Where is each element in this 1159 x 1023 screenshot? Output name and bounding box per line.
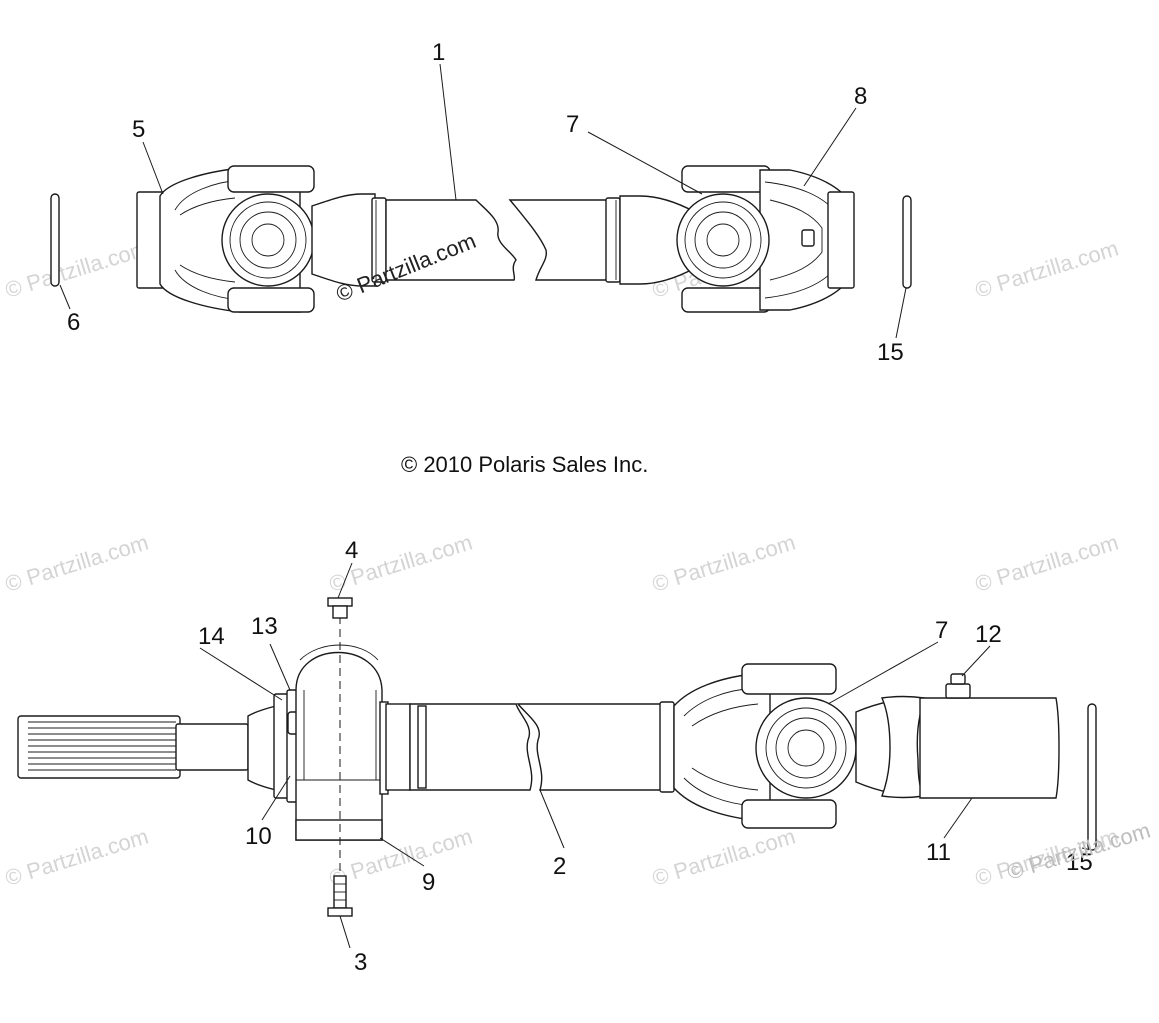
u-joint-bearing	[755, 697, 857, 799]
callout-11: 11	[926, 839, 951, 866]
u-joint-bearing	[676, 193, 770, 287]
watermark: © Partzilla.com	[649, 824, 798, 891]
callout-15: 15	[877, 339, 904, 366]
callout-8: 8	[854, 83, 867, 110]
bottom-callouts: 4 13 14 7 12 10 2 9 11 15 3	[198, 537, 1093, 976]
bearing-cap	[741, 799, 837, 829]
shaft-1-right	[508, 199, 611, 281]
shaft-2-right	[516, 703, 663, 791]
bearing-cap	[227, 287, 315, 313]
callout-9: 9	[422, 869, 435, 896]
top-leaders	[59, 63, 907, 339]
callout-15: 15	[1066, 849, 1093, 876]
top-callouts: 1 5 6 7 8 15	[67, 39, 904, 366]
callout-14: 14	[198, 623, 225, 650]
callout-3: 3	[354, 949, 367, 976]
grease-fitting-12	[945, 673, 971, 699]
watermark: © Partzilla.com	[972, 530, 1121, 597]
callout-1: 1	[432, 39, 445, 66]
callout-7: 7	[935, 617, 948, 644]
callout-6: 6	[67, 309, 80, 336]
snap-ring-15-top	[902, 195, 912, 289]
carrier-bearing-9	[295, 651, 383, 841]
bearing-cap	[681, 287, 771, 313]
right-end-cap	[827, 191, 855, 289]
callout-7: 7	[566, 111, 579, 138]
bearing-cap	[741, 663, 837, 695]
slip-yoke-neck	[311, 193, 376, 287]
bearing-cap	[227, 165, 315, 193]
output-shaft-11	[919, 697, 1060, 799]
bottom-leaders	[199, 562, 1093, 949]
callout-4: 4	[345, 537, 358, 564]
u-joint-bearing	[221, 193, 315, 287]
shaft-1-left	[385, 199, 517, 281]
callout-2: 2	[553, 853, 566, 880]
bottom-shaft-assembly	[17, 597, 1097, 917]
spline-teeth	[28, 721, 176, 771]
snap-ring-15-bottom	[1087, 703, 1097, 851]
callout-10: 10	[245, 823, 272, 850]
shaft-2-left	[409, 703, 533, 791]
callout-5: 5	[132, 116, 145, 143]
bearing-cap	[681, 165, 771, 193]
bolt-4	[327, 597, 353, 619]
watermark: © Partzilla.com	[2, 824, 151, 891]
snap-ring-6	[50, 193, 60, 287]
watermark: © Partzilla.com	[2, 236, 151, 303]
watermark: © Partzilla.com	[2, 530, 151, 597]
bolt-3	[327, 875, 353, 917]
callout-13: 13	[251, 613, 278, 640]
top-shaft-assembly: © Partzilla.com	[50, 165, 912, 313]
watermark: © Partzilla.com	[972, 236, 1121, 303]
callout-12: 12	[975, 621, 1002, 648]
splined-stub	[17, 715, 181, 779]
watermark: © Partzilla.com	[649, 530, 798, 597]
copyright-caption: © 2010 Polaris Sales Inc.	[401, 452, 648, 477]
